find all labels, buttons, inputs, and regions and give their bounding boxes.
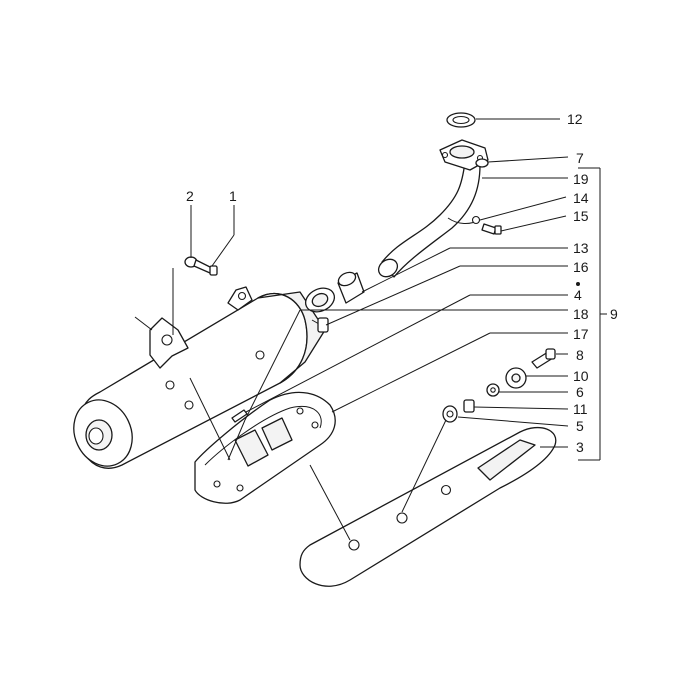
callout-19: 19 [573,171,589,187]
fastener-stack [442,348,556,423]
callout-15: 15 [573,208,589,224]
screw-4 [231,409,248,423]
callout-3: 3 [576,439,584,455]
callout-14: 14 [573,190,589,206]
gasket-ring [446,112,476,128]
bolt-15 [481,223,502,235]
heat-shield-small [194,391,336,504]
callout-labels: 1 2 12 7 19 14 15 13 16 4 18 17 8 10 6 1… [186,111,618,455]
callout-13: 13 [573,240,589,256]
nut [475,158,489,168]
callout-6: 6 [576,384,584,400]
sleeve-gasket [337,271,365,304]
callout-5: 5 [576,418,584,434]
callout-2: 2 [186,188,194,204]
callout-17: 17 [573,326,589,342]
callout-10: 10 [573,368,589,384]
callout-group-9: 9 [610,306,618,322]
muffler-body [73,286,326,469]
callout-8: 8 [576,347,584,363]
leader-lines [134,118,607,541]
callout-7: 7 [576,150,584,166]
clamp-collar [304,287,336,333]
callout-1: 1 [229,188,237,204]
callout-11: 11 [573,401,588,417]
heat-shield-long [299,427,557,587]
callout-18: 18 [573,306,589,322]
callout-12: 12 [567,111,583,127]
callout-4: 4 [574,287,582,303]
exhaust-manifold-pipe [377,139,489,278]
callout-16: 16 [573,259,589,275]
